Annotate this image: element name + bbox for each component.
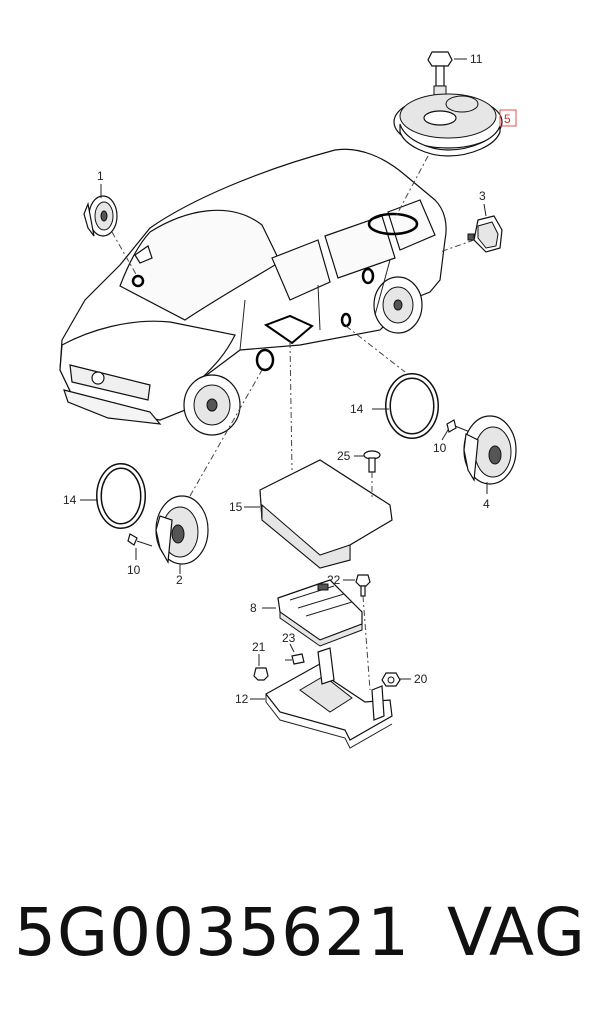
part-12-bracket xyxy=(265,647,393,749)
part-1-tweeter xyxy=(83,195,118,237)
label-10-right: 10 xyxy=(433,441,447,455)
part-21-bolt xyxy=(253,667,269,681)
label-14-left: 14 xyxy=(63,493,77,507)
part-20-nut xyxy=(381,672,401,687)
label-1: 1 xyxy=(97,169,104,183)
part-23-bolt xyxy=(285,653,305,665)
label-12: 12 xyxy=(235,692,249,706)
footer: 5G0035621 VAG xyxy=(0,888,600,988)
car-illustration xyxy=(59,148,447,436)
part-22-bolt xyxy=(355,574,371,597)
part-8-control-unit xyxy=(277,579,363,647)
label-5-box xyxy=(499,109,517,127)
label-21: 21 xyxy=(252,640,266,654)
label-10-left: 10 xyxy=(127,563,141,577)
part-25-clip xyxy=(363,450,381,473)
label-4: 4 xyxy=(483,497,490,511)
part-10-screw-right xyxy=(446,419,471,433)
part-number: 5G0035621 xyxy=(14,894,411,971)
label-23: 23 xyxy=(282,631,296,645)
part-14-ring-right xyxy=(385,373,439,439)
label-20: 20 xyxy=(414,672,428,686)
label-15: 15 xyxy=(229,500,243,514)
label-14-right: 14 xyxy=(350,402,364,416)
label-5: 5 xyxy=(504,112,511,126)
label-2: 2 xyxy=(176,573,183,587)
label-8: 8 xyxy=(250,601,257,615)
label-11: 11 xyxy=(470,52,483,66)
part-14-ring-left xyxy=(96,463,146,529)
part-5-subwoofer xyxy=(393,93,503,157)
part-2-speaker-left xyxy=(155,495,209,565)
brand-name: VAG xyxy=(446,894,586,971)
part-15-cover xyxy=(259,459,393,569)
label-25: 25 xyxy=(337,449,351,463)
label-3: 3 xyxy=(479,189,486,203)
part-11-bolt xyxy=(427,51,453,97)
part-4-speaker-right xyxy=(463,415,517,485)
part-3-bracket xyxy=(467,215,503,253)
parts-diagram: 1 3 11 5 14 10 xyxy=(59,51,517,749)
part-10-screw-left xyxy=(127,533,153,547)
